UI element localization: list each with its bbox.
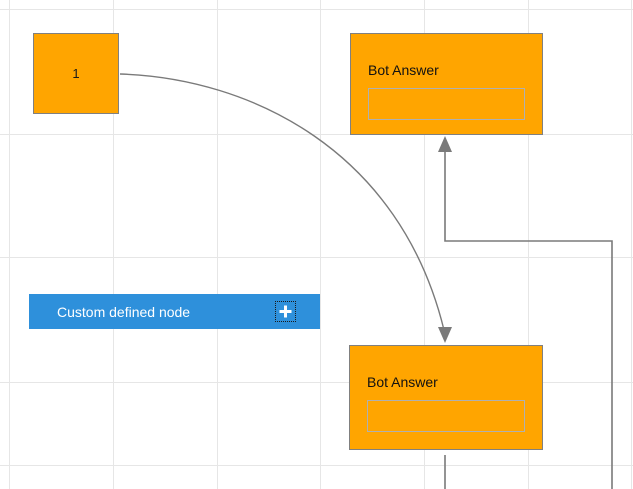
custom-defined-node-label: Custom defined node: [57, 303, 191, 320]
custom-defined-node-bar[interactable]: Custom defined node: [29, 294, 320, 329]
edge-orthogonal-path[interactable]: [444, 150, 613, 489]
bot-answer-node-bottom[interactable]: Bot Answer: [349, 345, 543, 450]
edge-curved-path[interactable]: [119, 73, 445, 331]
bot-answer-field[interactable]: [367, 400, 525, 432]
plus-icon: [279, 305, 292, 318]
bot-answer-node-top[interactable]: Bot Answer: [350, 33, 543, 135]
down-arrow-icon: [438, 327, 452, 343]
up-arrow-icon: [438, 136, 452, 152]
bot-answer-title: Bot Answer: [367, 374, 438, 390]
bot-answer-title: Bot Answer: [368, 62, 439, 78]
node-1[interactable]: 1: [33, 33, 119, 114]
add-node-button[interactable]: [275, 301, 296, 322]
bot-answer-field[interactable]: [368, 88, 525, 120]
node-1-label: 1: [72, 66, 80, 81]
edge-curved-connector[interactable]: [119, 73, 452, 343]
edge-orthogonal-connector[interactable]: [438, 136, 613, 489]
